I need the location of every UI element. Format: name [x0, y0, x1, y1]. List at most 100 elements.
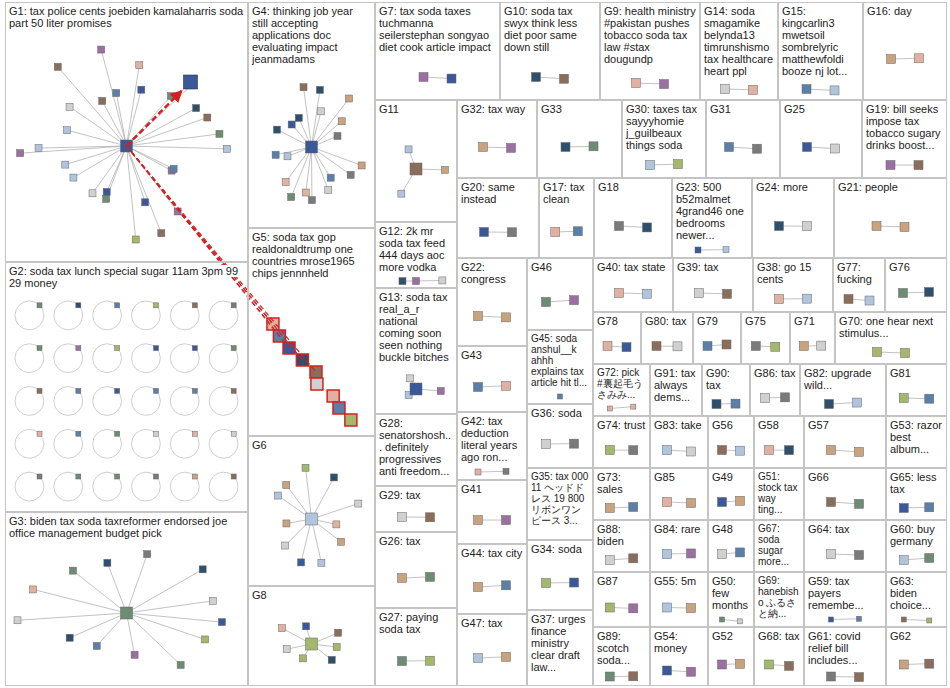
vertex-edge: [127, 108, 197, 146]
group-panel: G88: biden: [593, 520, 650, 572]
vertex-icon: [311, 378, 323, 390]
vertex-edges: [15, 50, 929, 678]
vertex-icon: [886, 161, 895, 170]
group-panel: G67: soda sugar more...: [754, 520, 804, 572]
group-label: G3: biden tax soda taxreformer endorsed …: [9, 515, 227, 539]
label-wrap: G90: tax: [703, 365, 749, 393]
vertex-icon: [927, 618, 932, 623]
vertex-edge: [127, 613, 181, 665]
vertex-icon: [502, 313, 511, 322]
vertex-edge: [904, 619, 930, 621]
vertex-icon: [631, 404, 636, 409]
vertex-icon: [712, 400, 721, 409]
vertex-icon: [474, 312, 483, 321]
group-label: G16: day: [867, 5, 912, 17]
vertex-edge: [127, 146, 162, 233]
group-panel: G3: biden tax soda taxreformer endorsed …: [5, 512, 248, 686]
vertex-icon: [570, 296, 579, 305]
group-panel: G70: one hear next stimulus...: [835, 312, 947, 364]
label-wrap: G83: take: [651, 417, 707, 433]
vertex-icon: [439, 277, 446, 284]
vertex-icon: [502, 381, 511, 390]
self-loop: [170, 301, 199, 330]
vertex-icon: [274, 126, 281, 133]
self-loop: [93, 472, 122, 501]
vertex-edge: [312, 99, 350, 147]
vertex-icon: [327, 390, 339, 402]
group-panel: G35: tax 000 11 ヘッドドレス 19 800 リボンワンピース 3…: [527, 468, 593, 540]
vertex-icon: [89, 190, 96, 197]
group-panel: G21: people: [834, 178, 947, 258]
vertex-edge: [610, 407, 634, 409]
group-label: G34: soda: [531, 543, 582, 555]
vertex-icon: [405, 146, 412, 153]
vertex-icon: [407, 375, 414, 382]
group-panel: G8: [248, 586, 375, 686]
group-panel: G62: [886, 627, 947, 686]
group-label: G48: [712, 523, 733, 535]
group-panel: G28: senatorshosh... definitely progress…: [375, 414, 457, 486]
label-wrap: G25: [781, 101, 861, 117]
vertex-icon: [99, 97, 106, 104]
group-panel: G56: [708, 416, 754, 468]
label-wrap: G44: tax city: [458, 545, 526, 561]
vertex-icon: [629, 502, 638, 511]
label-wrap: G20: same instead: [458, 179, 538, 207]
group-label: G28: senatorshosh... definitely progress…: [379, 417, 451, 477]
vertex-icon: [115, 388, 120, 393]
group-label: G46: [531, 261, 552, 273]
vertex-icon: [925, 503, 934, 512]
vertex-icon: [283, 520, 290, 527]
group-label: G49: [712, 471, 733, 483]
vertex-icon: [901, 349, 910, 358]
group-panel: G38: go 15 cents: [753, 258, 833, 312]
vertex-icon: [663, 498, 672, 507]
vertex-icon: [817, 341, 826, 350]
group-panel: G10: soda tax swyx think less diet poor …: [500, 2, 600, 100]
label-wrap: G34: soda: [528, 541, 592, 557]
label-wrap: G35: tax 000 11 ヘッドドレス 19 800 リボンワンピース 3…: [528, 469, 592, 528]
label-wrap: G72: pick #裏起毛うさみみ...: [594, 365, 649, 402]
vertex-icon: [663, 550, 672, 559]
label-wrap: G6: [249, 437, 374, 453]
self-loop: [93, 429, 122, 458]
group-label: G82: upgrade wild...: [804, 367, 871, 391]
vertex-icon: [298, 559, 305, 566]
label-wrap: G60: buy germany: [887, 521, 946, 549]
vertex-icon: [761, 394, 770, 403]
self-loop: [15, 472, 44, 501]
self-loop: [132, 344, 161, 373]
vertex-icon: [695, 289, 704, 298]
label-wrap: G7: tax soda taxes tuchmanna seilersteph…: [376, 3, 499, 55]
group-panel: G14: soda smagamike belynda13 timrunshis…: [700, 2, 778, 100]
label-wrap: G89: scotch soda...: [594, 628, 649, 668]
vertex-icon: [802, 85, 811, 94]
vertex-icon: [154, 474, 159, 479]
vertex-icon: [204, 114, 211, 121]
group-panel: G6: [248, 436, 375, 586]
vertex-icon: [899, 660, 908, 669]
self-loop: [15, 387, 44, 416]
group-panel: G47: tax: [457, 614, 527, 686]
vertex-icon: [154, 303, 159, 308]
label-wrap: G40: tax state: [594, 259, 672, 275]
label-wrap: G49: [709, 469, 753, 485]
group-label: G31: [710, 103, 731, 115]
group-panel: G25: [780, 100, 862, 178]
vertex-icon: [542, 298, 551, 307]
group-label: G29: tax: [379, 489, 421, 501]
vertex-edge: [127, 146, 174, 169]
vertex-icon: [93, 642, 100, 649]
label-wrap: G33: [538, 101, 621, 117]
group-label: G32: tax way: [461, 103, 525, 115]
group-label: G63: biden choice...: [890, 575, 931, 611]
vertex-icon: [231, 431, 236, 436]
vertex-icon: [328, 656, 335, 663]
label-wrap: G22: congress: [458, 259, 526, 287]
label-wrap: G53: razor best album...: [887, 417, 946, 457]
vertex-icon: [873, 348, 882, 357]
group-label: G10: soda tax swyx think less diet poor …: [504, 5, 577, 53]
vertex-icon: [76, 388, 81, 393]
label-wrap: G67: soda sugar more...: [755, 521, 803, 569]
